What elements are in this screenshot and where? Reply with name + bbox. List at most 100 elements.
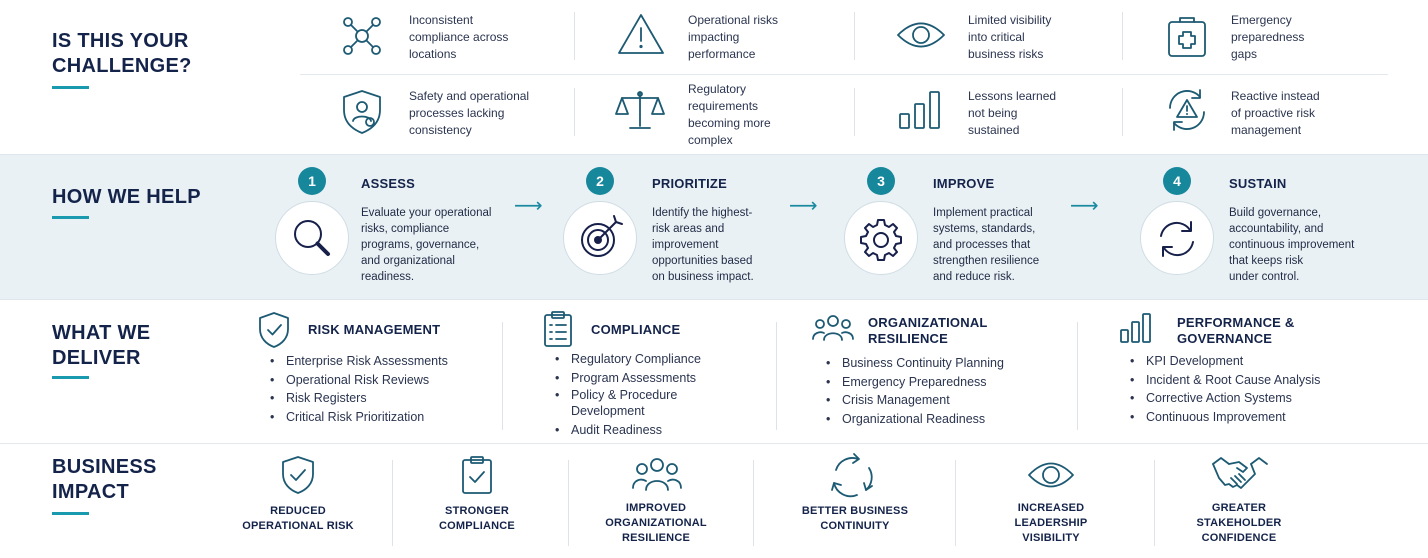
challenge-section: IS THIS YOUR CHALLENGE? Inconsistent com… <box>0 0 1428 154</box>
first-aid-kit-icon <box>1165 14 1209 65</box>
people-group-icon <box>812 312 854 349</box>
step-description: Implement practical systems, standards, … <box>933 207 1040 283</box>
target-icon <box>581 215 623 257</box>
deliver-list: Business Continuity Planning Emergency P… <box>824 354 1004 428</box>
deliver-column-title: ORGANIZATIONAL RESILIENCE <box>868 315 988 346</box>
divider <box>854 12 855 60</box>
step-icon-circle <box>563 201 637 275</box>
divider <box>753 460 754 546</box>
divider <box>854 88 855 136</box>
challenge-text: Safety and operational processes lacking… <box>409 89 530 137</box>
magnifier-icon <box>294 220 330 256</box>
eye-icon <box>895 18 947 57</box>
help-title-underline <box>52 216 89 219</box>
bar-chart-icon <box>1119 312 1153 349</box>
list-item: Policy & Procedure Development <box>553 387 701 419</box>
divider <box>1154 460 1155 546</box>
challenge-text: Emergency preparedness gaps <box>1231 13 1305 61</box>
eye-icon <box>1026 458 1076 497</box>
help-section: HOW WE HELP 1 ASSESS Evaluate your opera… <box>0 154 1428 300</box>
step-icon-circle <box>275 201 349 275</box>
challenge-text: Reactive instead of proactive risk manag… <box>1231 89 1320 137</box>
deliver-column-title: RISK MANAGEMENT <box>308 322 441 337</box>
challenge-title: IS THIS YOUR CHALLENGE? <box>52 30 192 77</box>
impact-label: BETTER BUSINESS CONTINUITY <box>801 505 909 532</box>
list-item: Risk Registers <box>268 389 448 408</box>
shield-check-icon <box>280 454 316 501</box>
step-title: ASSESS <box>361 176 415 191</box>
list-item: Enterprise Risk Assessments <box>268 352 448 371</box>
step-icon-circle <box>1140 201 1214 275</box>
step-description: Evaluate your operational risks, complia… <box>361 207 492 283</box>
divider <box>574 88 575 136</box>
step-icon-circle <box>844 201 918 275</box>
deliver-list: Regulatory Compliance Program Assessment… <box>553 350 701 440</box>
deliver-title-underline <box>52 376 89 379</box>
divider <box>568 460 569 546</box>
challenge-text: Lessons learned not being sustained <box>968 89 1057 137</box>
arrow-right-icon: ⟶ <box>1070 195 1099 217</box>
challenge-text: Regulatory requirements becoming more co… <box>688 82 771 147</box>
list-item: Business Continuity Planning <box>824 354 1004 373</box>
challenge-text: Inconsistent compliance across locations <box>409 13 509 61</box>
impact-label: STRONGER COMPLIANCE <box>439 505 515 532</box>
step-number: 1 <box>298 167 326 195</box>
impact-label: INCREASED LEADERSHIP VISIBILITY <box>1014 502 1088 544</box>
divider <box>1122 12 1123 60</box>
help-title: HOW WE HELP <box>52 186 201 208</box>
list-item: Operational Risk Reviews <box>268 371 448 390</box>
deliver-list: KPI Development Incident & Root Cause An… <box>1128 352 1320 426</box>
people-group-icon <box>632 454 682 499</box>
impact-title: BUSINESS IMPACT <box>52 456 157 503</box>
list-item: Critical Risk Prioritization <box>268 408 448 427</box>
list-item: Regulatory Compliance <box>553 350 701 369</box>
divider <box>776 322 777 430</box>
handshake-icon <box>1211 454 1269 499</box>
list-item: Audit Readiness <box>553 421 701 440</box>
divider <box>392 460 393 546</box>
divider <box>574 12 575 60</box>
impact-label: IMPROVED ORGANIZATIONAL RESILIENCE <box>605 502 707 544</box>
continuity-cycle-icon <box>826 450 878 507</box>
deliver-section: WHAT WE DELIVER RISK MANAGEMENT Enterpri… <box>0 300 1428 444</box>
impact-label: REDUCED OPERATIONAL RISK <box>242 505 354 532</box>
list-item: Organizational Readiness <box>824 410 1004 429</box>
step-title: SUSTAIN <box>1229 176 1287 191</box>
scales-icon <box>614 88 666 137</box>
deliver-list: Enterprise Risk Assessments Operational … <box>268 352 448 426</box>
list-item: Incident & Root Cause Analysis <box>1128 371 1320 390</box>
divider <box>1077 322 1078 430</box>
step-number: 4 <box>1163 167 1191 195</box>
divider <box>502 322 503 430</box>
network-nodes-icon <box>340 14 384 63</box>
challenge-text: Limited visibility into critical busines… <box>968 13 1052 61</box>
list-item: Emergency Preparedness <box>824 373 1004 392</box>
clipboard-list-icon <box>542 310 574 353</box>
step-title: IMPROVE <box>933 176 995 191</box>
step-description: Build governance, accountability, and co… <box>1229 207 1355 283</box>
clipboard-check-icon <box>460 454 494 501</box>
deliver-column-title: COMPLIANCE <box>591 322 681 337</box>
list-item: Corrective Action Systems <box>1128 389 1320 408</box>
gear-icon <box>860 219 902 261</box>
challenge-title-underline <box>52 86 89 89</box>
shield-person-icon <box>340 88 384 141</box>
warning-cycle-icon <box>1162 86 1212 139</box>
impact-title-underline <box>52 512 89 515</box>
list-item: Crisis Management <box>824 391 1004 410</box>
challenge-text: Operational risks impacting performance <box>688 13 779 61</box>
impact-label: GREATER STAKEHOLDER CONFIDENCE <box>1196 502 1282 544</box>
shield-check-icon <box>257 311 291 354</box>
divider <box>955 460 956 546</box>
list-item: Program Assessments <box>553 369 701 388</box>
step-number: 3 <box>867 167 895 195</box>
deliver-title: WHAT WE DELIVER <box>52 322 151 369</box>
arrow-right-icon: ⟶ <box>789 195 818 217</box>
list-item: Continuous Improvement <box>1128 408 1320 427</box>
divider <box>1122 88 1123 136</box>
warning-triangle-icon <box>616 12 666 61</box>
arrow-right-icon: ⟶ <box>514 195 543 217</box>
refresh-cycle-icon <box>1160 221 1194 257</box>
step-title: PRIORITIZE <box>652 176 727 191</box>
step-description: Identify the highest- risk areas and imp… <box>652 207 754 283</box>
